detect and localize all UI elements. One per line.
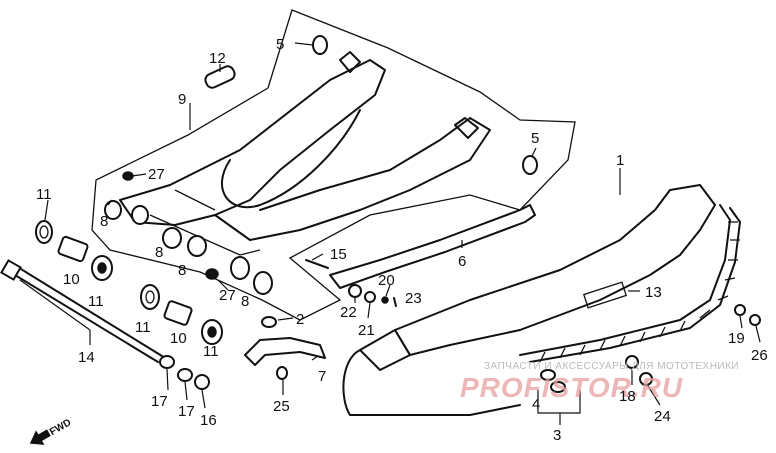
callout-8-c: 8 xyxy=(178,262,186,279)
fasteners xyxy=(159,259,761,393)
callout-13: 13 xyxy=(645,284,662,301)
callout-24: 24 xyxy=(654,408,671,425)
callout-9: 9 xyxy=(178,91,186,108)
drive-chain xyxy=(519,204,741,363)
callout-19: 19 xyxy=(728,330,745,347)
callout-17-b: 17 xyxy=(178,403,195,420)
part-callouts: 1 2 3 4 5 5 6 7 8 8 8 8 9 10 10 11 11 11… xyxy=(36,36,768,444)
callout-16: 16 xyxy=(200,412,217,429)
callout-1: 1 xyxy=(616,152,624,169)
callout-21: 21 xyxy=(358,322,375,339)
callout-14: 14 xyxy=(78,349,95,366)
callout-27-b: 27 xyxy=(219,287,236,304)
bracket xyxy=(244,337,326,366)
callout-22: 22 xyxy=(340,304,357,321)
callout-3: 3 xyxy=(553,427,561,444)
assembly-boundary xyxy=(91,9,576,321)
callout-15: 15 xyxy=(330,246,347,263)
callout-11-d: 11 xyxy=(203,343,219,360)
callout-5-right: 5 xyxy=(531,130,539,147)
pivot-axle xyxy=(0,259,163,363)
chain-case xyxy=(342,184,716,416)
watermark-brand: PROFISTOR.RU xyxy=(460,372,683,403)
swingarm xyxy=(119,51,491,256)
callout-8-d: 8 xyxy=(241,293,249,310)
callout-6: 6 xyxy=(458,253,466,270)
watermark-tagline: ЗАПЧАСТИ И АКСЕССУАРЫ ДЛЯ МОТОТЕХНИКИ xyxy=(484,361,739,372)
callout-10-b: 10 xyxy=(170,330,187,347)
callout-11-c: 11 xyxy=(135,319,151,336)
callout-23: 23 xyxy=(405,290,422,307)
bushings xyxy=(35,35,538,345)
callout-12: 12 xyxy=(209,50,226,67)
callout-4: 4 xyxy=(532,396,540,413)
callout-26: 26 xyxy=(751,347,768,364)
callout-11-a: 11 xyxy=(36,186,52,203)
callout-18: 18 xyxy=(619,388,636,405)
callout-2: 2 xyxy=(296,311,304,328)
callout-20: 20 xyxy=(378,272,395,289)
callout-27-a: 27 xyxy=(148,166,165,183)
callout-5-top: 5 xyxy=(276,36,284,53)
callout-8-b: 8 xyxy=(155,244,163,261)
fwd-arrow: FWD xyxy=(29,417,73,445)
callout-11-b: 11 xyxy=(88,293,104,310)
torque-link xyxy=(329,204,536,289)
callout-8-a: 8 xyxy=(100,213,108,230)
leader-lines xyxy=(19,42,761,425)
callout-17-a: 17 xyxy=(151,393,168,410)
callout-25: 25 xyxy=(273,398,290,415)
callout-10-a: 10 xyxy=(63,271,80,288)
fwd-text: FWD xyxy=(48,417,73,438)
callout-7: 7 xyxy=(318,368,326,385)
